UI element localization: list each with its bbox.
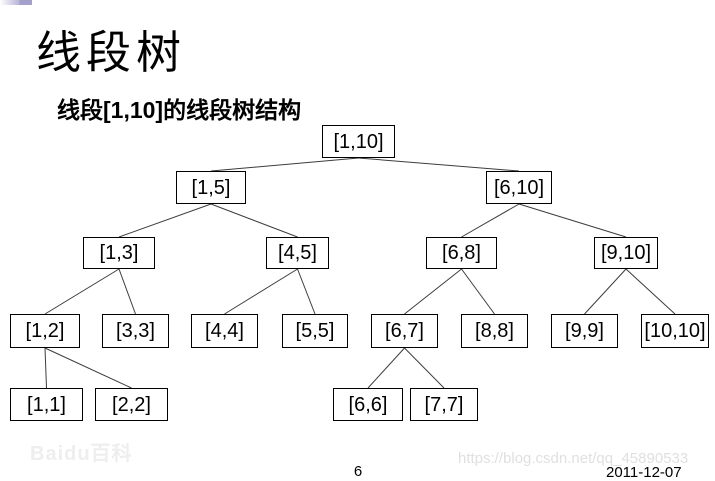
tree-edge-1-10-6-10 (358, 157, 520, 172)
tree-node-1-10: [1,10] (322, 125, 395, 158)
tree-node-6-10: [6,10] (486, 171, 552, 204)
tree-edge-1-2-1-1 (44, 347, 47, 389)
tree-node-1-2: [1,2] (10, 314, 80, 348)
csdn-watermark: https://blog.csdn.net/qq_45890533 (458, 450, 689, 467)
tree-node-9-9: [9,9] (551, 314, 618, 348)
tree-edge-9-10-9-9 (584, 268, 627, 315)
tree-edge-6-10-6-8 (461, 203, 520, 238)
slide-subtitle: 线段[1,10]的线段树结构 (57, 97, 302, 123)
slide-date: 2011-12-07 (606, 464, 682, 481)
tree-node-6-7: [6,7] (371, 314, 438, 348)
page-number: 6 (353, 463, 363, 480)
tree-node-1-3: [1,3] (83, 237, 155, 269)
tree-node-1-1: [1,1] (10, 388, 83, 421)
tree-node-5-5: [5,5] (282, 314, 348, 348)
tree-edge-1-3-1-2 (44, 268, 120, 315)
tree-edge-1-3-3-3 (118, 268, 136, 315)
tree-node-4-5: [4,5] (266, 237, 329, 269)
tree-edge-1-5-1-3 (118, 203, 212, 238)
tree-edge-1-10-1-5 (210, 157, 359, 172)
tree-node-9-10: [9,10] (594, 237, 658, 269)
tree-edge-6-8-6-7 (404, 268, 462, 315)
tree-edge-6-10-9-10 (518, 203, 627, 238)
tree-node-6-8: [6,8] (426, 237, 497, 269)
tree-edge-4-5-4-4 (224, 268, 298, 315)
tree-node-7-7: [7,7] (410, 388, 478, 421)
tree-edge-1-5-4-5 (210, 203, 298, 238)
page-title: 线段树 (36, 28, 187, 78)
tree-edge-6-8-8-8 (461, 268, 495, 315)
tree-edge-9-10-10-10 (625, 268, 676, 315)
tree-node-10-10: [10,10] (641, 314, 709, 348)
tree-edge-1-2-2-2 (44, 347, 132, 389)
tree-node-2-2: [2,2] (95, 388, 168, 421)
tree-edge-6-7-6-6 (367, 347, 405, 389)
tree-node-4-4: [4,4] (191, 314, 258, 348)
tree-edge-6-7-7-7 (404, 347, 445, 389)
baidu-watermark: Baidu百科 (30, 443, 133, 465)
decorative-strip (0, 0, 32, 5)
tree-node-3-3: [3,3] (102, 314, 169, 348)
tree-edge-4-5-5-5 (297, 268, 316, 315)
tree-node-1-5: [1,5] (176, 171, 246, 204)
tree-node-6-6: [6,6] (333, 388, 403, 421)
tree-node-8-8: [8,8] (461, 314, 528, 348)
